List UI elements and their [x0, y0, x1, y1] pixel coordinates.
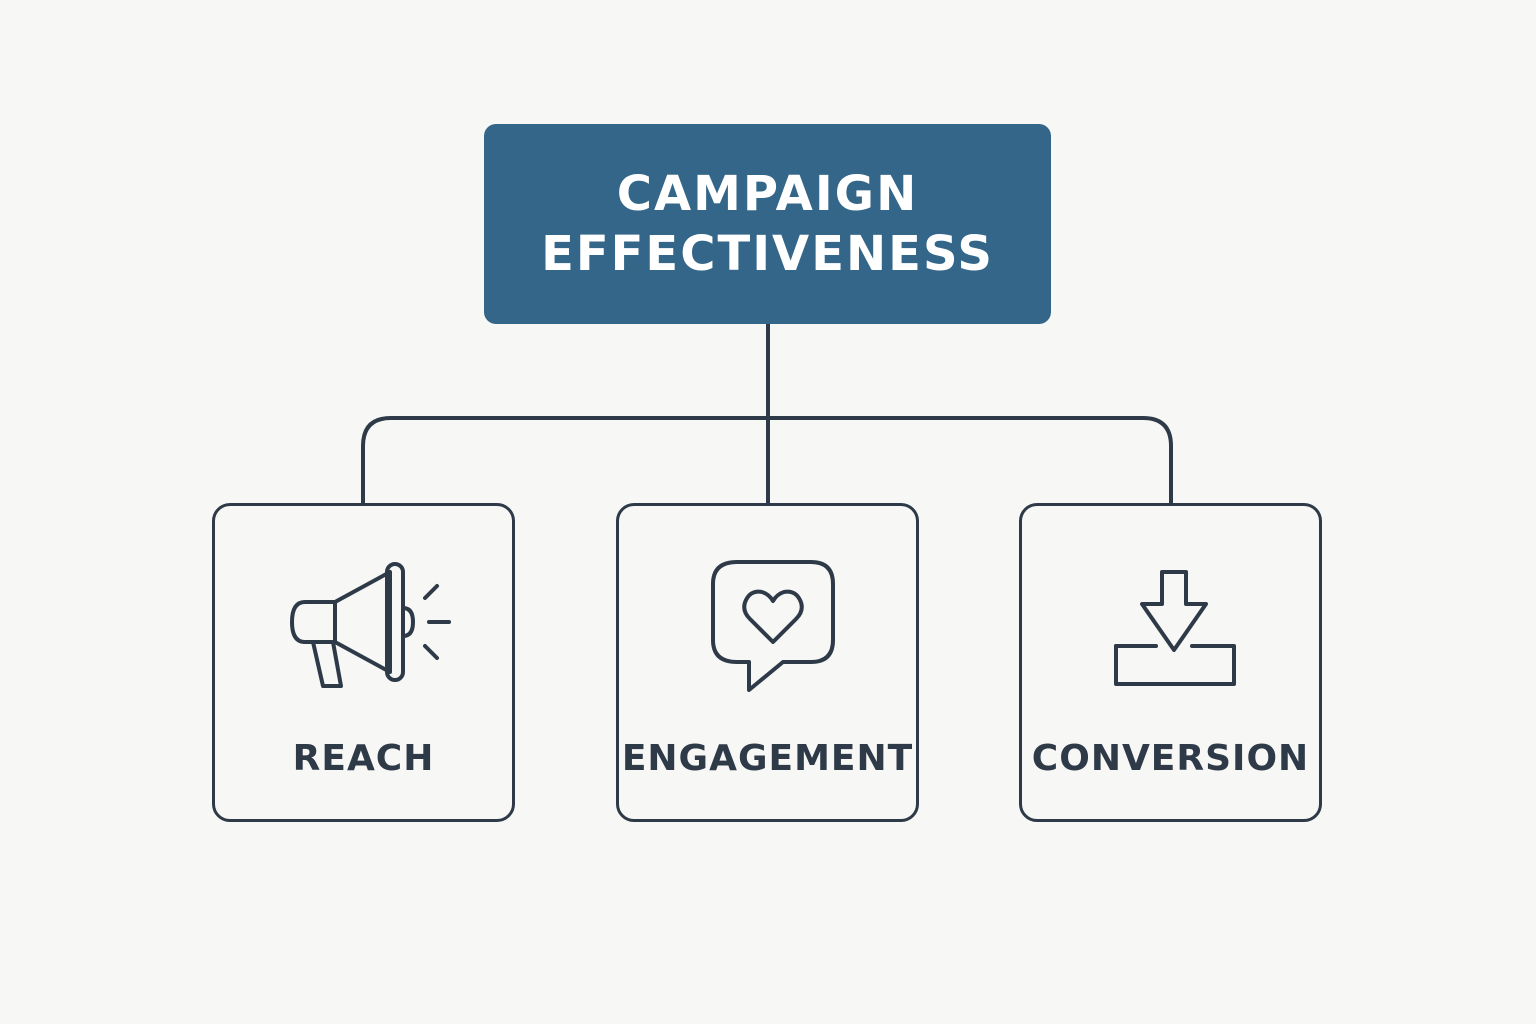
root-node: CAMPAIGN EFFECTIVENESS	[484, 124, 1051, 324]
child-label-reach: REACH	[292, 738, 435, 779]
megaphone-icon	[290, 562, 451, 688]
child-label-engagement: ENGAGEMENT	[621, 738, 914, 779]
root-title-line2: EFFECTIVENESS	[541, 226, 994, 282]
heart-speech-bubble-icon	[711, 560, 835, 692]
download-icon	[1114, 570, 1236, 686]
root-title-line1: CAMPAIGN	[616, 166, 919, 222]
child-node-reach: REACH	[212, 503, 515, 822]
branch-bar-line	[361, 416, 1173, 505]
child-label-conversion: CONVERSION	[1031, 738, 1310, 779]
child-node-engagement: ENGAGEMENT	[616, 503, 919, 822]
child-node-conversion: CONVERSION	[1019, 503, 1322, 822]
